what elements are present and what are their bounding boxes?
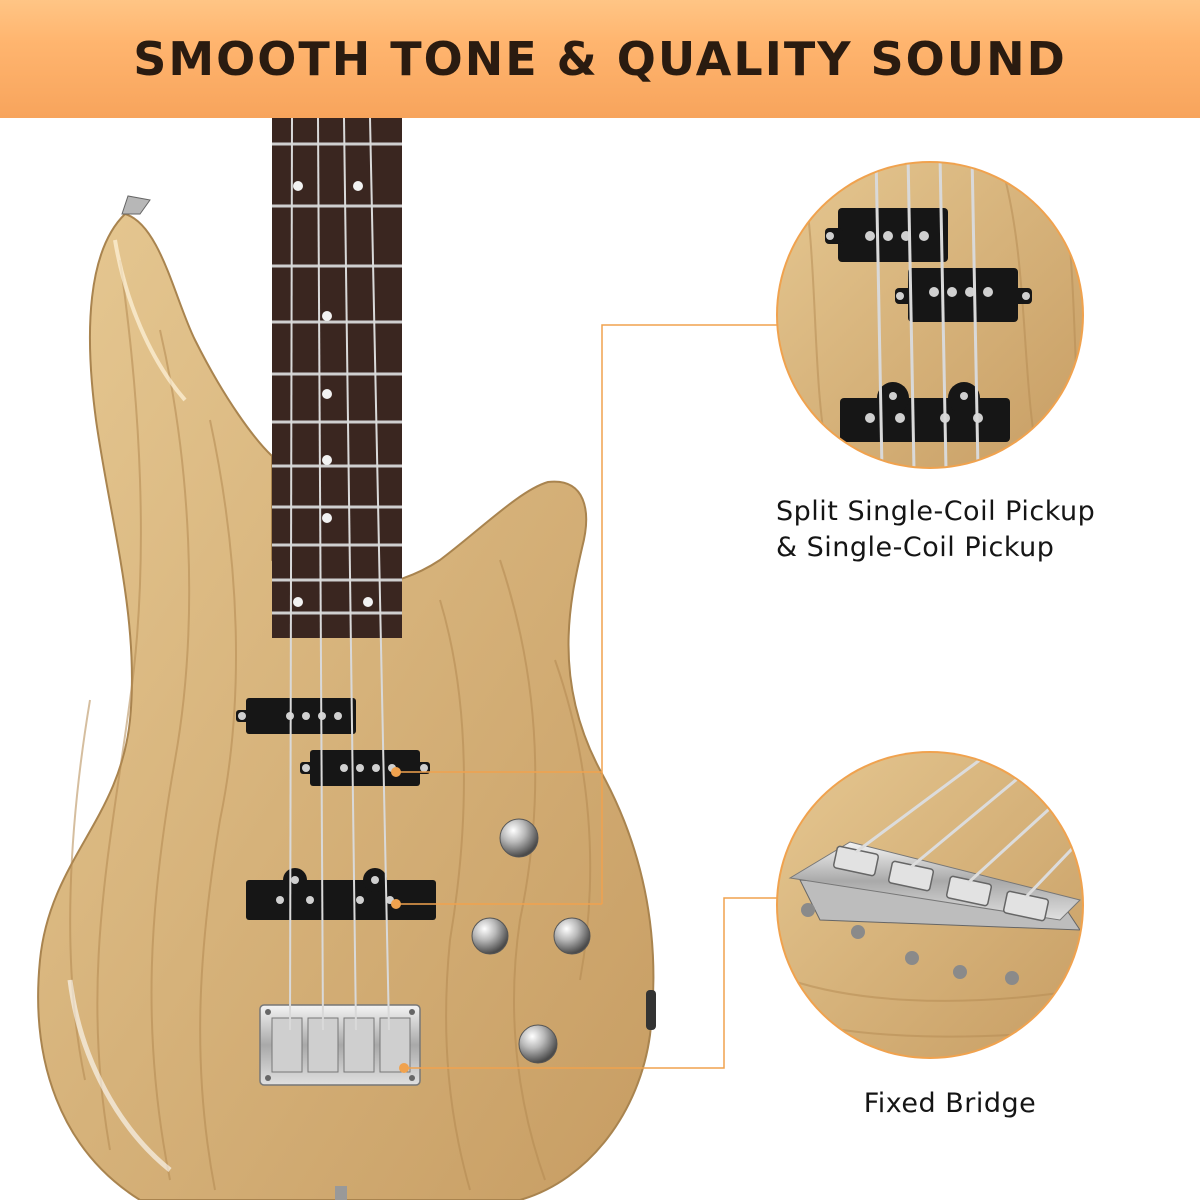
bridge-caption: Fixed Bridge xyxy=(863,1088,1037,1119)
fixed-bridge xyxy=(259,1004,421,1086)
bridge-zoom-circle xyxy=(776,751,1084,1059)
callout-dots xyxy=(391,767,409,1073)
output-jack xyxy=(646,990,656,1030)
pickup-caption-line1: Split Single-Coil Pickup xyxy=(776,496,1096,527)
pickup-caption: Split Single-Coil Pickup & Single-Coil P… xyxy=(776,494,1176,566)
split-pickup-lower xyxy=(300,750,430,786)
callout-lines xyxy=(396,324,778,1069)
header-banner: SMOOTH TONE & QUALITY SOUND xyxy=(0,0,1200,118)
banner-title: SMOOTH TONE & QUALITY SOUND xyxy=(133,32,1067,86)
pickup-zoom-circle xyxy=(776,161,1084,469)
wood-grain xyxy=(69,259,592,1191)
pickup-caption-line2: & Single-Coil Pickup xyxy=(776,532,1055,563)
strings xyxy=(289,117,390,1031)
single-coil-pickup xyxy=(246,868,436,920)
strap-button xyxy=(121,195,151,215)
frets xyxy=(272,142,402,615)
fret-markers xyxy=(293,181,373,607)
control-knobs xyxy=(471,818,591,1064)
split-pickup-upper xyxy=(236,698,356,734)
